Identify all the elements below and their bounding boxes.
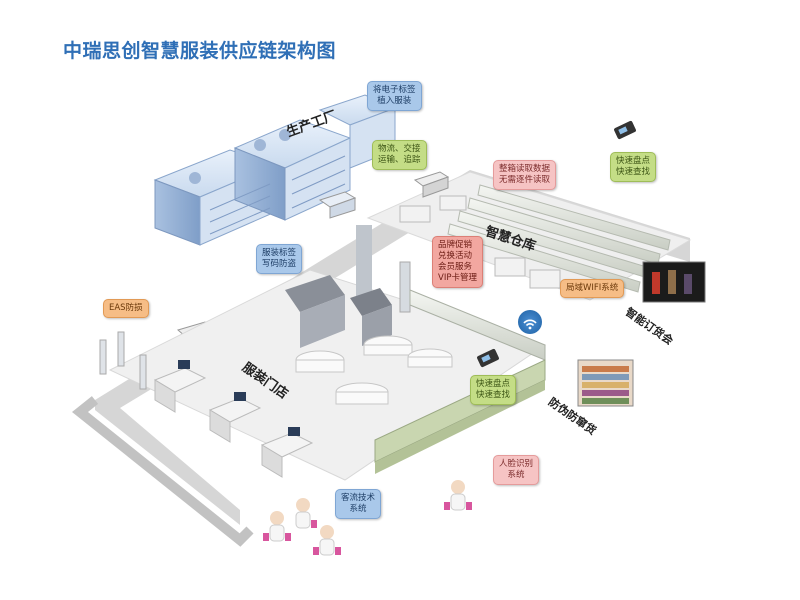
handheld-reader-store-icon <box>477 348 499 368</box>
handheld-reader-icon <box>614 120 636 140</box>
callout-tag-embed: 将电子标签植入服装 <box>367 81 422 111</box>
callout-batch-read: 整箱读取数据无需逐件读取 <box>493 160 557 190</box>
callout-logistics: 物流、交接运输、追踪 <box>372 140 427 170</box>
callout-quick-count-store: 快速盘点快速查找 <box>470 375 517 405</box>
callout-face-recognition: 人脸识别系统 <box>493 455 540 485</box>
truck-warehouse <box>413 171 450 198</box>
callout-wifi: 局域WIFI系统 <box>560 279 625 298</box>
display-tables <box>295 335 453 405</box>
shopper-figures <box>263 480 472 556</box>
wifi-icon <box>518 310 542 334</box>
truck-factory <box>318 191 357 219</box>
diagram-title: 中瑞思创智慧服装供应链架构图 <box>63 40 337 62</box>
eas-gates <box>99 331 147 390</box>
ordering-event-photo <box>642 261 706 303</box>
callout-eas: EAS防损 <box>103 299 149 318</box>
callout-tag-encode: 服装标签写码防盗 <box>256 244 303 274</box>
callout-quick-count-warehouse: 快速盘点快速查找 <box>610 152 657 182</box>
callout-traffic-system: 客流技术系统 <box>335 489 382 519</box>
warehouse-racks <box>399 184 671 293</box>
store-pillar <box>356 225 372 300</box>
checkout-counters <box>153 360 314 478</box>
factory-building <box>153 94 397 246</box>
clothing-stack-photo <box>577 359 634 407</box>
